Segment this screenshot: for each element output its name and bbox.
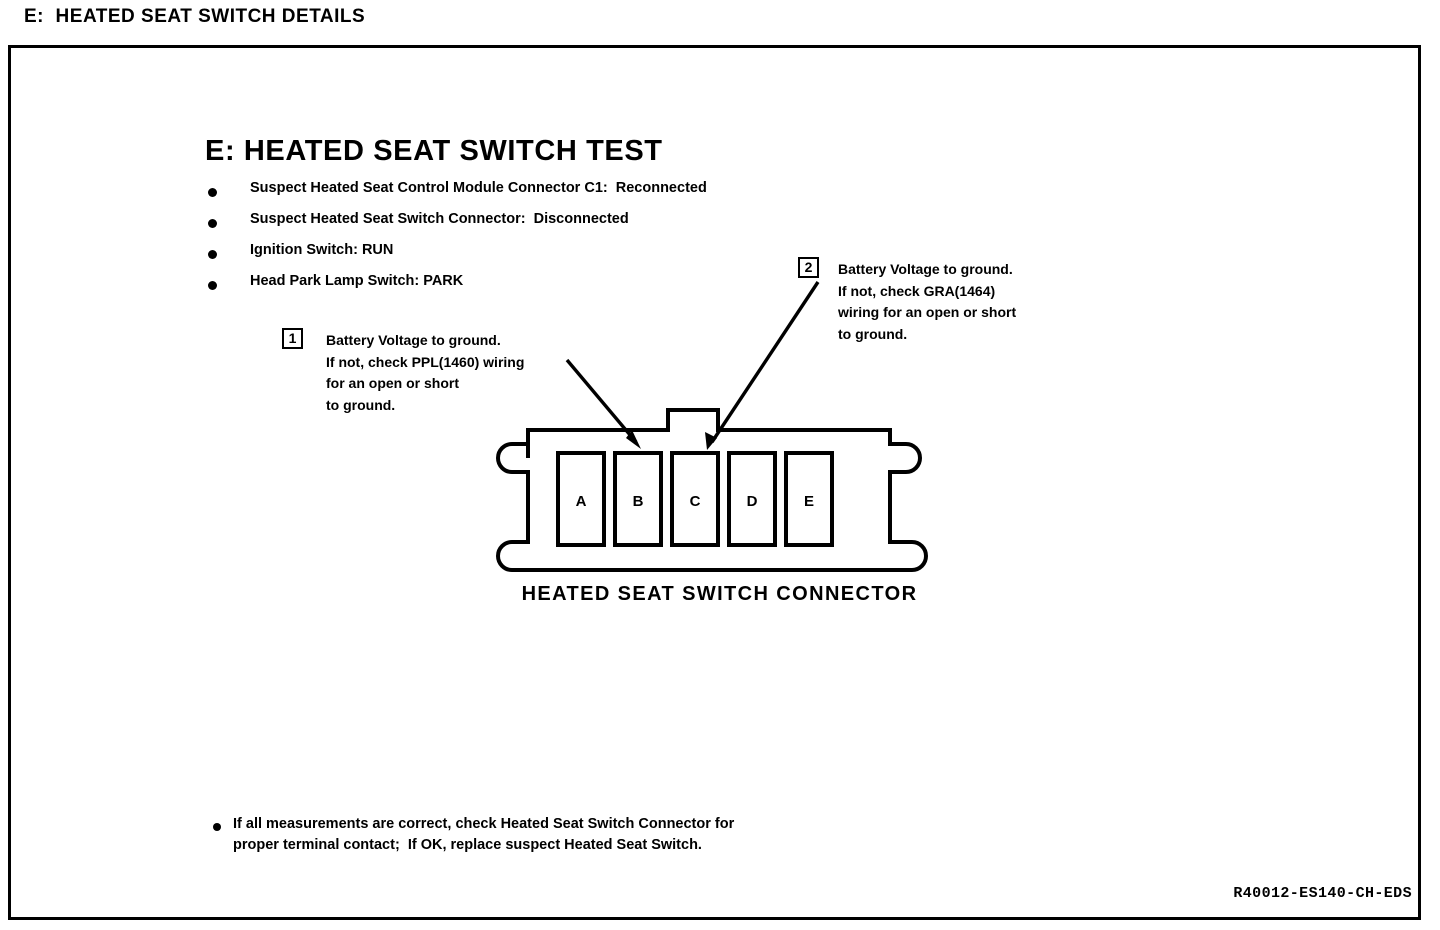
- terminal-label: C: [690, 493, 701, 510]
- document-frame: [8, 45, 1421, 920]
- list-item: Ignition Switch: RUN: [205, 242, 905, 273]
- terminal-label: D: [747, 493, 758, 510]
- terminal-cavity-e: E: [784, 451, 834, 547]
- page-header: E: HEATED SEAT SWITCH DETAILS: [24, 6, 366, 27]
- terminal-cavity-c: C: [670, 451, 720, 547]
- condition-label: Ignition Switch: RUN: [250, 242, 394, 258]
- bullet-icon: [208, 188, 217, 197]
- reference-code: R40012-ES140-CH-EDS: [1233, 885, 1412, 902]
- terminal-label: B: [633, 493, 644, 510]
- terminal-cavity-b: B: [613, 451, 663, 547]
- list-item: Head Park Lamp Switch: PARK: [205, 273, 905, 304]
- footer-note-text: If all measurements are correct, check H…: [233, 816, 735, 853]
- section-title: E: HEATED SEAT SWITCH TEST: [205, 135, 663, 167]
- leader-arrow-1: [565, 358, 641, 449]
- heated-seat-switch-connector-diagram: A B C D E: [496, 281, 928, 572]
- test-conditions-list: Suspect Heated Seat Control Module Conne…: [205, 180, 905, 304]
- callout-number-badge: 2: [798, 257, 819, 278]
- list-item: Suspect Heated Seat Control Module Conne…: [205, 180, 905, 211]
- connector-caption: HEATED SEAT SWITCH CONNECTOR: [521, 583, 918, 605]
- callout-text: Battery Voltage to ground. If not, check…: [838, 261, 1017, 342]
- terminal-label: A: [576, 493, 587, 510]
- list-item: Suspect Heated Seat Switch Connector: Di…: [205, 211, 905, 242]
- terminal-label: E: [804, 493, 814, 510]
- condition-label: Head Park Lamp Switch: PARK: [250, 273, 464, 289]
- connector-housing-outline: [496, 408, 928, 572]
- bullet-icon: [213, 823, 221, 831]
- leader-arrow-2: [705, 281, 820, 450]
- callout-text: Battery Voltage to ground. If not, check…: [326, 332, 525, 413]
- condition-label: Suspect Heated Seat Switch Connector: Di…: [250, 211, 629, 227]
- bullet-icon: [208, 281, 217, 290]
- terminal-cavity-a: A: [556, 451, 606, 547]
- bullet-icon: [208, 250, 217, 259]
- callout-number-badge: 1: [282, 328, 303, 349]
- bullet-icon: [208, 219, 217, 228]
- terminal-cavity-d: D: [727, 451, 777, 547]
- condition-label: Suspect Heated Seat Control Module Conne…: [250, 180, 707, 196]
